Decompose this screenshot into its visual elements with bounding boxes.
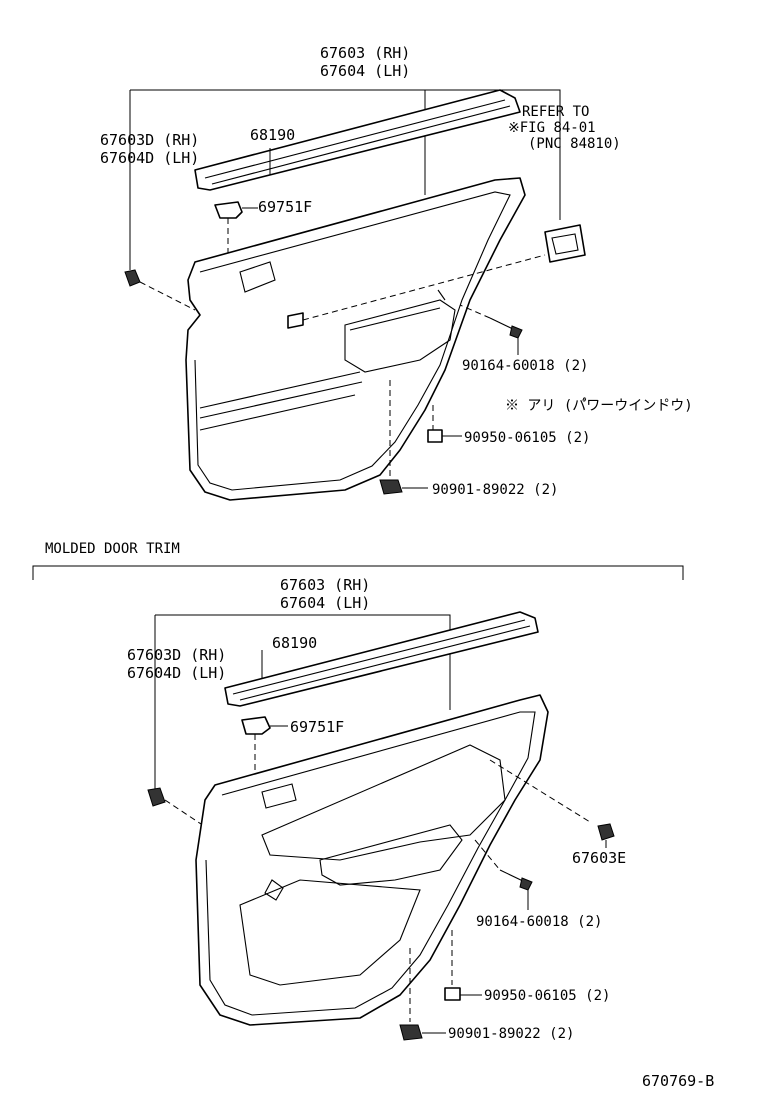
lower-cushion-part xyxy=(444,930,482,1001)
upper-door-trim-board xyxy=(185,177,546,501)
upper-label-retainer: 90901-89022 (2) xyxy=(432,482,558,498)
figure-id: 670769-B xyxy=(642,1072,714,1090)
upper-label-board-lh: 67604 (LH) xyxy=(320,62,410,80)
lower-door-trim-board xyxy=(195,694,591,1026)
lower-label-clip: 69751F xyxy=(290,718,344,736)
lower-board-leader xyxy=(154,614,451,795)
upper-label-note: ※ アリ (パ゚ワーウイント゚ウ) xyxy=(505,398,693,414)
lower-label-screw: 90164-60018 (2) xyxy=(476,914,602,930)
upper-clip-67603d-part xyxy=(124,269,196,311)
lower-label-board-sub-lh: 67604D (LH) xyxy=(127,664,226,682)
lower-retainer-part xyxy=(399,948,446,1041)
upper-retainer-part xyxy=(379,380,428,495)
lower-clip-69751f-part xyxy=(241,716,288,775)
lower-label-board-sub-rh: 67603D (RH) xyxy=(127,646,226,664)
lower-label-cushion: 90950-06105 (2) xyxy=(484,988,610,1004)
lower-label-retainer: 90901-89022 (2) xyxy=(448,1026,574,1042)
upper-screw-part xyxy=(459,304,523,355)
lower-label-clip-e: 67603E xyxy=(572,849,626,867)
upper-label-refer-3: (PNC 84810) xyxy=(528,136,621,152)
lower-label-board-lh: 67604 (LH) xyxy=(280,594,370,612)
upper-weatherstrip-part xyxy=(194,89,521,191)
upper-assembly: 67603 (RH) 67604 (LH) 67603D (RH) 67604D… xyxy=(100,44,693,501)
upper-board-leader xyxy=(129,89,561,270)
upper-label-board-sub-lh: 67604D (LH) xyxy=(100,149,199,167)
upper-label-refer-2: ※FIG 84-01 xyxy=(508,120,596,136)
upper-label-refer-1: REFER TO xyxy=(522,104,589,120)
section-bracket xyxy=(32,565,684,580)
upper-label-screw: 90164-60018 (2) xyxy=(462,358,588,374)
upper-clip-69751f-part xyxy=(214,201,258,258)
upper-cushion-part xyxy=(427,405,462,443)
upper-label-board-rh: 67603 (RH) xyxy=(320,44,410,62)
lower-clip-67603e-part xyxy=(597,823,615,848)
upper-label-board-sub-rh: 67603D (RH) xyxy=(100,131,199,149)
lower-weatherstrip-part xyxy=(224,611,539,707)
upper-label-weatherstrip: 68190 xyxy=(250,126,295,144)
lower-screw-part xyxy=(499,869,533,910)
upper-label-clip: 69751F xyxy=(258,198,312,216)
lower-assembly: 67603 (RH) 67604 (LH) 67603D (RH) 67604D… xyxy=(127,576,626,1042)
lower-label-board-rh: 67603 (RH) xyxy=(280,576,370,594)
section-title: MOLDED DOOR TRIM xyxy=(45,541,180,557)
upper-label-cushion: 90950-06105 (2) xyxy=(464,430,590,446)
upper-switch-part xyxy=(544,224,586,263)
lower-label-weatherstrip: 68190 xyxy=(272,634,317,652)
